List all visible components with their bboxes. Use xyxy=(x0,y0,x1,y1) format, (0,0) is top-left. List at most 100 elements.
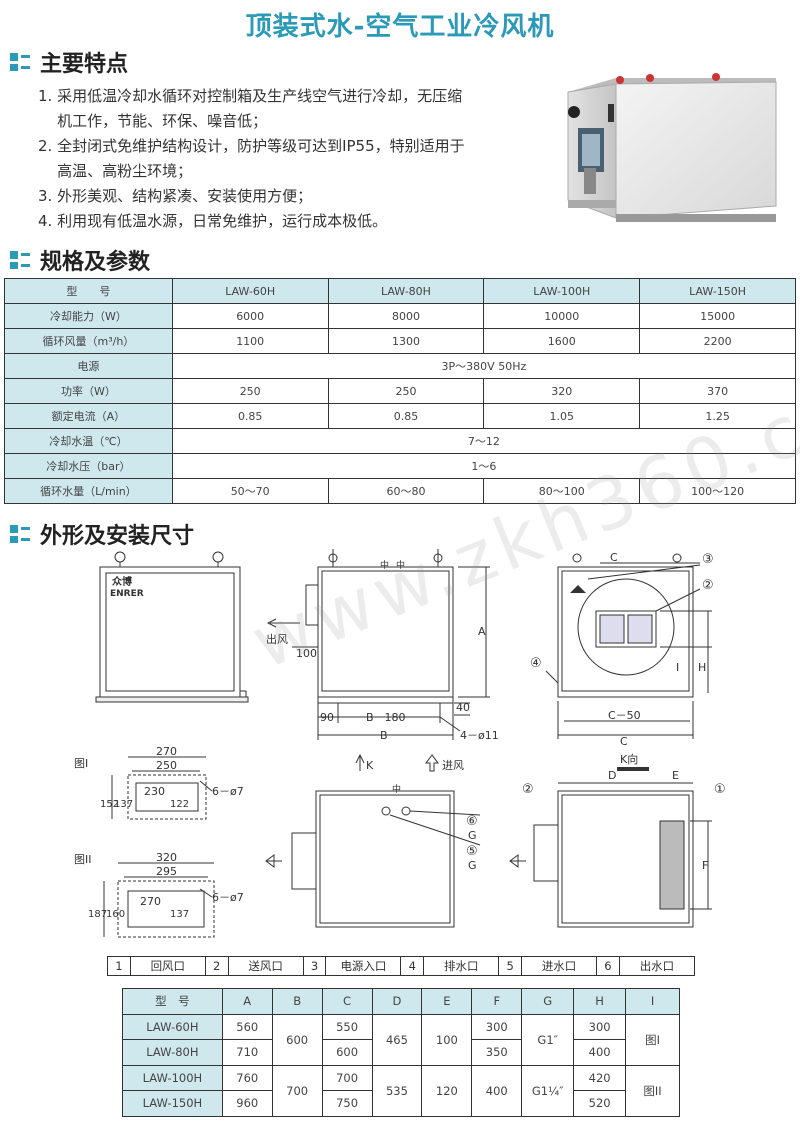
row-label: 冷却水压（bar） xyxy=(4,453,173,479)
feature-line: 2. 全封闭式免维护结构设计，防护等级可达到IP55，特别适用于 xyxy=(38,137,465,155)
table-row: 电源 3P～380V 50Hz xyxy=(4,353,797,379)
air-out-label: 出风 xyxy=(266,632,288,646)
svg-text:270: 270 xyxy=(140,895,161,908)
svg-text:中: 中 xyxy=(396,559,405,571)
model-cell: LAW-150H xyxy=(122,1090,223,1117)
table-header-cell: LAW-80H xyxy=(327,278,485,304)
table-cell: 2200 xyxy=(639,328,796,354)
table-cell: 700 xyxy=(321,1064,373,1091)
table-cell: 535 xyxy=(371,1064,423,1117)
table-cell: 600 xyxy=(271,1013,323,1066)
table-header-cell: LAW-150H xyxy=(639,278,796,304)
table-header-cell: D xyxy=(371,988,423,1015)
air-out-arrow xyxy=(266,618,300,628)
svg-text:②: ② xyxy=(702,578,714,593)
svg-text:中: 中 xyxy=(380,559,389,571)
svg-text:B－180: B－180 xyxy=(366,711,406,724)
table-row: LAW-150H 960 750 520 xyxy=(122,1090,680,1117)
svg-text:4－ø11: 4－ø11 xyxy=(460,729,499,742)
legend-number: 2 xyxy=(204,956,229,976)
table-cell: 图I xyxy=(625,1013,680,1066)
legend-name: 送风口 xyxy=(227,956,304,976)
feature-line: 4. 利用现有低温水源，日常免维护，运行成本极低。 xyxy=(38,212,388,230)
table-row: 冷却水压（bar） 1～6 xyxy=(4,453,797,479)
table-cell: 550 xyxy=(321,1013,373,1040)
table-header-cell: F xyxy=(471,988,523,1015)
table-cell: 100 xyxy=(421,1013,473,1066)
legend-name: 回风口 xyxy=(129,956,206,976)
legend-number: 6 xyxy=(596,956,620,976)
svg-text:122: 122 xyxy=(170,799,189,810)
svg-text:F: F xyxy=(702,859,708,872)
table-row: LAW-100H 760 700 700 535 120 400 G1¼″ 42… xyxy=(122,1064,680,1117)
section-bullet-icon xyxy=(10,53,30,71)
feature-line: 1. 采用低温冷却水循环对控制箱及生产线空气进行冷却，无压缩 xyxy=(38,87,463,105)
row-label: 额定电流（A） xyxy=(4,403,173,429)
legend-table: 1 回风口 2 送风口 3 电源入口 4 排水口 5 进水口 6 出水口 xyxy=(107,956,696,976)
side-view: 中 中 出风 100 A 40 90 B－180 B 4－ø11 K 进风 xyxy=(266,549,499,772)
table-row: 冷却能力（W） 6000 8000 10000 15000 xyxy=(4,303,796,329)
model-cell: LAW-60H xyxy=(122,1013,223,1040)
figure-1: 图I 270 250 230 122 152 137 6－ø7 xyxy=(74,745,244,820)
legend-number: 4 xyxy=(400,956,425,976)
svg-text:152: 152 xyxy=(100,799,119,810)
table-cell: 图II xyxy=(625,1064,680,1117)
table-cell: 10000 xyxy=(483,303,641,329)
svg-text:C: C xyxy=(620,735,628,748)
row-label: 冷却能力（W） xyxy=(4,303,173,329)
svg-text:G: G xyxy=(468,829,477,842)
table-cell: 760 xyxy=(221,1064,273,1091)
table-cell: 465 xyxy=(371,1013,423,1066)
svg-text:图II: 图II xyxy=(74,853,92,866)
svg-text:④: ④ xyxy=(530,656,542,671)
svg-text:③: ③ xyxy=(702,552,714,567)
svg-text:230: 230 xyxy=(144,785,165,798)
section-bullet-icon xyxy=(10,525,30,543)
svg-text:270: 270 xyxy=(156,745,177,758)
svg-text:①: ① xyxy=(714,782,726,797)
svg-text:160: 160 xyxy=(106,909,125,920)
air-in-arrow xyxy=(425,754,439,772)
section-specs-heading: 规格及参数 xyxy=(10,244,150,276)
svg-text:图I: 图I xyxy=(74,757,88,770)
air-in-label: 进风 xyxy=(442,759,464,772)
table-cell: 6000 xyxy=(171,303,329,329)
table-cell: 400 xyxy=(573,1039,627,1066)
model-cell: LAW-100H xyxy=(122,1064,223,1091)
table-cell: 700 xyxy=(271,1064,323,1117)
top-view: C ③ ② H I ④ C－50 C xyxy=(530,551,714,748)
table-header-row: 型 号 A B C D E F G H I xyxy=(122,988,680,1015)
legend-name: 排水口 xyxy=(423,956,500,976)
brand-logo: 众博 xyxy=(112,575,132,588)
front-view: 众博 ENRER xyxy=(95,551,249,703)
svg-text:A: A xyxy=(478,625,486,638)
feature-line: 高温、高粉尘环境； xyxy=(38,162,193,180)
svg-text:K: K xyxy=(366,759,374,772)
table-header-cell: LAW-60H xyxy=(171,278,329,304)
table-cell: 250 xyxy=(327,378,485,404)
table-cell: 300 xyxy=(471,1013,523,1040)
svg-text:100: 100 xyxy=(296,647,317,660)
svg-text:K向: K向 xyxy=(620,752,638,766)
table-header-cell: 型 号 xyxy=(122,988,223,1015)
table-row: 循环水量（L/min） 50～70 60～80 80～100 100～120 xyxy=(4,478,796,504)
table-cell: 350 xyxy=(471,1039,523,1066)
svg-text:I: I xyxy=(676,661,679,674)
table-cell: 710 xyxy=(221,1039,273,1066)
table-header-cell: 型 号 xyxy=(4,278,173,304)
product-photo xyxy=(567,73,777,222)
table-cell: 560 xyxy=(221,1013,273,1040)
spec-table: 型 号 LAW-60H LAW-80H LAW-100H LAW-150H 冷却… xyxy=(4,278,797,504)
row-label: 循环水量（L/min） xyxy=(4,478,173,504)
svg-text:C: C xyxy=(610,551,618,564)
table-header-cell: H xyxy=(573,988,627,1015)
svg-text:②: ② xyxy=(522,782,534,797)
table-cell: G1″ xyxy=(521,1013,575,1066)
technical-drawings: 众博 ENRER 中 中 出风 100 A 40 90 B－180 B 4－ø1… xyxy=(74,549,726,938)
svg-text:187: 187 xyxy=(88,909,107,920)
table-cell: 1600 xyxy=(483,328,641,354)
svg-text:G: G xyxy=(468,859,477,872)
table-header-cell: B xyxy=(271,988,323,1015)
features-list: 1. 采用低温冷却水循环对控制箱及生产线空气进行冷却，无压缩 机工作，节能、环保… xyxy=(38,84,538,234)
table-cell: 750 xyxy=(321,1090,373,1117)
